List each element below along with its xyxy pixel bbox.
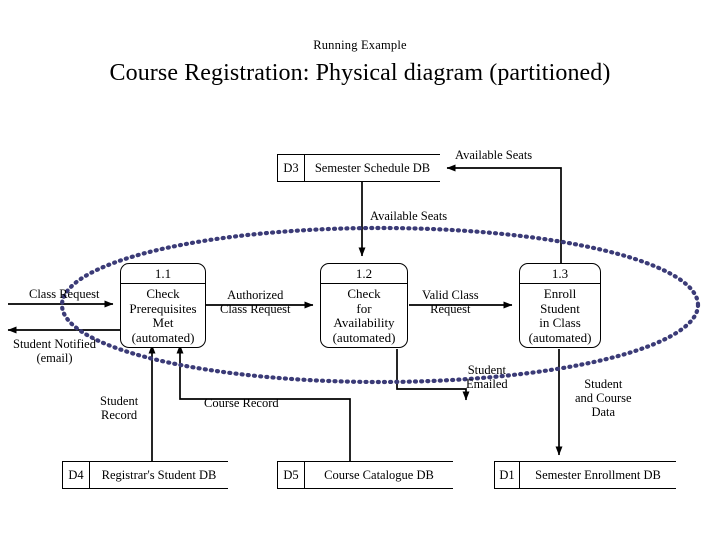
flow-label-available-seats-to-1-2: Available Seats	[370, 209, 447, 223]
flow-label-available-seats-to-d3: Available Seats	[455, 148, 532, 162]
data-store-d5[interactable]: D5 Course Catalogue DB	[277, 461, 453, 489]
flow-label-authorized-class-request-line-1: Authorized	[227, 288, 284, 302]
flow-label-student-and-course-data-line-1: Student	[584, 377, 623, 391]
flow-label-class-request-line-1: Class Request	[29, 287, 100, 301]
flow-label-student-and-course-data-line-2: and Course	[575, 391, 632, 405]
process-1-3-line-1: Enroll	[543, 286, 577, 301]
process-1-2-line-2: for	[356, 300, 372, 316]
data-store-d1[interactable]: D1 Semester Enrollment DB	[494, 461, 676, 489]
flow-label-valid-class-request: Valid Class Request	[422, 288, 479, 316]
flow-label-authorized-class-request: Authorized Class Request	[220, 288, 290, 316]
flow-label-student-emailed-line-2: Emailed	[466, 377, 508, 391]
flow-label-student-record: Student Record	[100, 394, 138, 422]
process-1-2[interactable]: 1.2 Check for Availability (automated)	[320, 263, 408, 348]
subtitle: Running Example	[313, 38, 407, 52]
page-title: Course Registration: Physical diagram (p…	[109, 60, 611, 86]
process-1-2-line-1: Check	[347, 286, 381, 301]
data-store-d3-id: D3	[277, 155, 305, 181]
process-1-1-number: 1.1	[121, 264, 205, 284]
flow-label-student-and-course-data-line-3: Data	[591, 405, 616, 419]
flow-label-course-record-line-1: Course Record	[204, 396, 279, 410]
process-1-1-line-2: Prerequisites	[129, 300, 197, 316]
process-1-1-line-1: Check	[146, 286, 180, 301]
flow-label-student-and-course-data: Student and Course Data	[575, 377, 632, 419]
data-store-d4-id: D4	[62, 462, 90, 488]
process-1-3-line-3: in Class	[539, 315, 581, 330]
flow-label-student-emailed: Student Emailed	[466, 363, 508, 391]
process-1-3-body: Enroll Student in Class (automated)	[520, 284, 600, 347]
flow-label-authorized-class-request-line-2: Class Request	[220, 302, 291, 316]
process-1-2-number: 1.2	[321, 264, 407, 284]
flow-label-valid-class-request-line-1: Valid Class	[422, 288, 479, 302]
process-1-1-line-4: (automated)	[131, 329, 195, 345]
process-1-2-line-3: Availability	[333, 315, 395, 330]
process-1-3-line-4: (automated)	[528, 329, 592, 345]
process-1-3[interactable]: 1.3 Enroll Student in Class (automated)	[519, 263, 601, 348]
data-store-d3[interactable]: D3 Semester Schedule DB	[277, 154, 440, 182]
process-1-2-line-4: (automated)	[332, 329, 396, 345]
flow-label-student-notified-line-1: Student Notified	[13, 337, 96, 351]
flow-label-valid-class-request-line-2: Request	[430, 302, 471, 316]
flow-label-student-record-line-1: Student	[100, 394, 139, 408]
data-store-d4[interactable]: D4 Registrar's Student DB	[62, 461, 228, 489]
process-1-1-body: Check Prerequisites Met (automated)	[121, 284, 205, 347]
flow-label-available-seats-to-d3-line-1: Available Seats	[455, 148, 533, 162]
flow-label-student-emailed-line-1: Student	[467, 363, 506, 377]
flow-label-student-notified-line-2: (email)	[36, 351, 73, 365]
data-store-d4-name: Registrar's Student DB	[101, 467, 217, 482]
process-1-3-line-2: Student	[540, 300, 580, 316]
flow-label-student-notified: Student Notified (email)	[13, 337, 96, 365]
flow-label-student-record-line-2: Record	[101, 408, 138, 422]
flow-label-course-record: Course Record	[204, 396, 279, 410]
process-1-3-number: 1.3	[520, 264, 600, 284]
flow-label-class-request: Class Request	[29, 287, 99, 301]
flow-label-available-seats-to-1-2-line-1: Available Seats	[370, 209, 448, 223]
data-store-d5-name: Course Catalogue DB	[324, 467, 434, 482]
data-store-d1-name: Semester Enrollment DB	[535, 467, 661, 482]
partition-ellipse-shape	[59, 225, 701, 385]
data-store-d5-id: D5	[277, 462, 305, 488]
process-1-2-body: Check for Availability (automated)	[321, 284, 407, 347]
process-1-1[interactable]: 1.1 Check Prerequisites Met (automated)	[120, 263, 206, 348]
data-store-d3-name: Semester Schedule DB	[314, 160, 431, 175]
data-store-d1-id: D1	[494, 462, 520, 488]
process-1-1-line-3: Met	[152, 315, 174, 330]
